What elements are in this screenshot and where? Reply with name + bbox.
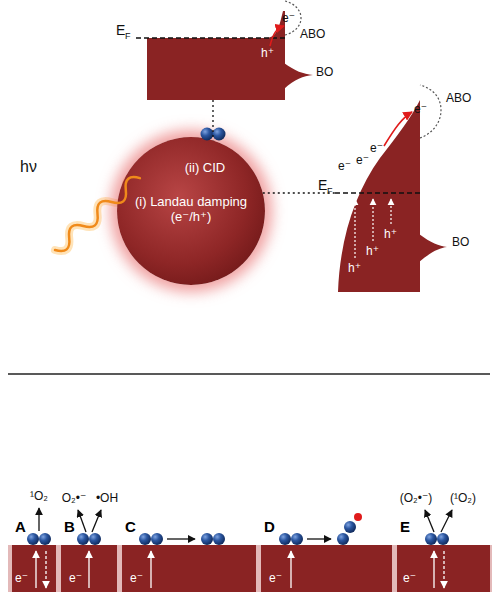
product-label: O₂•⁻: [54, 492, 94, 506]
electron-label: e⁻: [338, 160, 351, 174]
orbital-label: ABO: [300, 28, 325, 42]
adsorbate-atom: [291, 533, 303, 545]
nanoparticle-fill: [117, 137, 265, 285]
nanoparticle-sphere: (ii) CID (i) Landau damping (e⁻/h⁺): [117, 137, 265, 285]
desorption-arrow: [38, 508, 39, 531]
electron-label: e⁻: [403, 572, 416, 586]
electron-label: e⁻: [15, 572, 28, 586]
density-of-states-fill: [338, 100, 420, 292]
surface-slab: Ae⁻: [12, 545, 56, 592]
panel-letter: B: [64, 518, 75, 535]
adsorbate-atom: [39, 533, 51, 545]
orbital-label: BO: [316, 66, 333, 80]
electron-label: e⁻: [414, 103, 427, 117]
desorption-arrow: [441, 510, 452, 532]
slab-fill: [12, 545, 56, 592]
density-of-states-panel: h⁺: [147, 5, 285, 100]
mechanism-label: (ii) CID: [165, 161, 245, 176]
hole-label: h⁺: [384, 228, 397, 242]
hole-label: h⁺: [261, 47, 274, 61]
panel-letter: E: [400, 518, 410, 535]
adsorbate-atom: [344, 521, 356, 533]
desorption-arrow: [92, 510, 101, 532]
density-of-states-panel-outline: [335, 98, 420, 292]
adsorbate-atom: [213, 128, 226, 141]
density-of-states-fill: [147, 11, 285, 100]
slab-fill: [397, 545, 490, 592]
electron-label: e⁻: [130, 572, 143, 586]
surface-slab: Be⁻: [61, 545, 117, 592]
adsorbate-atom: [77, 533, 89, 545]
hole-label: h⁺: [348, 262, 361, 276]
panel-letter: D: [264, 518, 275, 535]
product-label: (¹O₂): [445, 492, 481, 506]
fermi-level-subscript: F: [327, 186, 333, 196]
reactant-atom: [354, 513, 362, 521]
panel-letter: C: [125, 518, 136, 535]
slab-fill: [261, 545, 392, 592]
adsorbate-atom: [151, 533, 163, 545]
migration-arrow: [167, 538, 195, 539]
desorption-arrow: [78, 510, 86, 532]
product-label: •OH: [92, 492, 122, 506]
electron-label: e⁻: [370, 142, 383, 156]
photon-label: hν: [20, 158, 37, 176]
electron-label: e⁻: [69, 572, 82, 586]
reaction-arrow: [307, 538, 331, 539]
adsorbate-atom: [201, 533, 213, 545]
fermi-level-subscript: F: [125, 31, 131, 41]
product-label: (O₂•⁻): [393, 492, 439, 506]
product-label: ¹O₂: [19, 490, 59, 504]
desorption-arrow: [425, 510, 434, 532]
surface-slab: De⁻: [261, 545, 392, 592]
dotted-connector: [212, 100, 213, 140]
adsorbate-atom: [139, 533, 151, 545]
electron-label: e⁻: [356, 154, 369, 168]
mechanism-label: (i) Landau damping (e⁻/h⁺): [131, 195, 251, 225]
separator-line: [8, 373, 490, 375]
fermi-level-label: E: [318, 177, 327, 193]
bonding-orbital-peak: [419, 234, 447, 262]
adsorbate-atom: [89, 533, 101, 545]
surface-gap-bar: [8, 545, 492, 592]
adsorbate-atom: [437, 533, 449, 545]
slab-fill: [61, 545, 117, 592]
density-of-states-panel: h⁺ h⁺ h⁺: [335, 98, 420, 292]
fermi-level-label: E: [116, 22, 125, 38]
electron-label: e⁻: [269, 572, 282, 586]
surface-slab: Ce⁻: [122, 545, 256, 592]
adsorbate-atom: [27, 533, 39, 545]
bonding-orbital-peak: [284, 63, 313, 89]
adsorbate-atom: [213, 533, 225, 545]
orbital-label: BO: [452, 236, 469, 250]
electron-label: e⁻: [282, 12, 295, 26]
surface-slab: Ee⁻: [397, 545, 490, 592]
slab-fill: [122, 545, 256, 592]
adsorbate-atom: [279, 533, 291, 545]
adsorbate-atom: [337, 533, 349, 545]
hole-label: h⁺: [366, 245, 379, 259]
adsorbate-atom: [425, 533, 437, 545]
orbital-label: ABO: [446, 92, 471, 106]
panel-letter: A: [15, 518, 26, 535]
